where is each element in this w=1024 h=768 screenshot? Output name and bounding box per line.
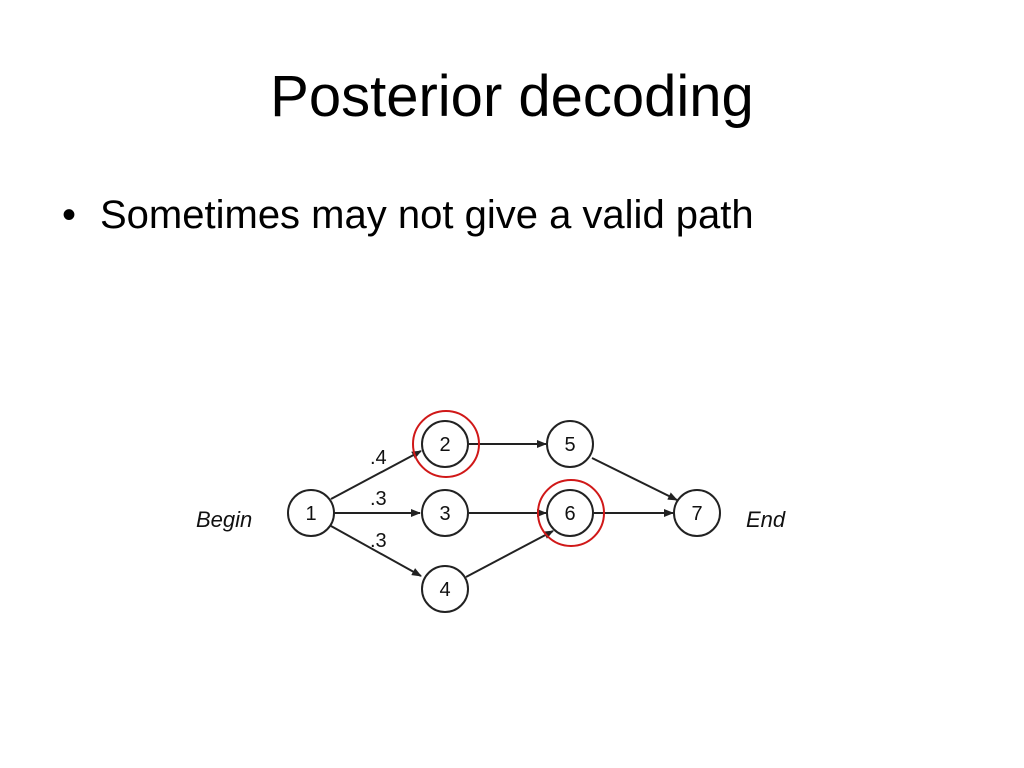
edge-1-4 <box>330 525 422 577</box>
node-label-6: 6 <box>564 503 575 525</box>
bullet-text: Sometimes may not give a valid path <box>100 193 754 237</box>
edge-label-1-3: .3 <box>370 488 387 510</box>
node-4: 4 <box>421 565 469 613</box>
node-3: 3 <box>421 489 469 537</box>
bullet-item: • Sometimes may not give a valid path <box>62 190 754 240</box>
edge-5-7 <box>591 457 678 501</box>
bullet-list: • Sometimes may not give a valid path <box>62 190 754 240</box>
highlight-ring-node-2 <box>412 410 480 478</box>
slide-title: Posterior decoding <box>270 64 754 129</box>
edge-label-1-4: .3 <box>370 530 387 552</box>
bullet-icon: • <box>62 193 77 237</box>
node-7: 7 <box>673 489 721 537</box>
begin-label: Begin <box>196 507 252 532</box>
node-label-7: 7 <box>691 503 702 525</box>
highlight-ring-node-6 <box>537 479 605 547</box>
node-label-4: 4 <box>439 579 450 601</box>
edge-4-6 <box>465 530 554 578</box>
node-2: 2 <box>421 420 469 468</box>
node-6: 6 <box>546 489 594 537</box>
edge-1-2 <box>330 450 422 500</box>
node-label-5: 5 <box>564 434 575 456</box>
end-label: End <box>746 507 786 532</box>
node-label-2: 2 <box>439 434 450 456</box>
node-label-3: 3 <box>439 503 450 525</box>
node-1: 1 <box>287 489 335 537</box>
node-label-1: 1 <box>305 503 316 525</box>
node-5: 5 <box>546 420 594 468</box>
edge-label-1-2: .4 <box>370 447 387 469</box>
